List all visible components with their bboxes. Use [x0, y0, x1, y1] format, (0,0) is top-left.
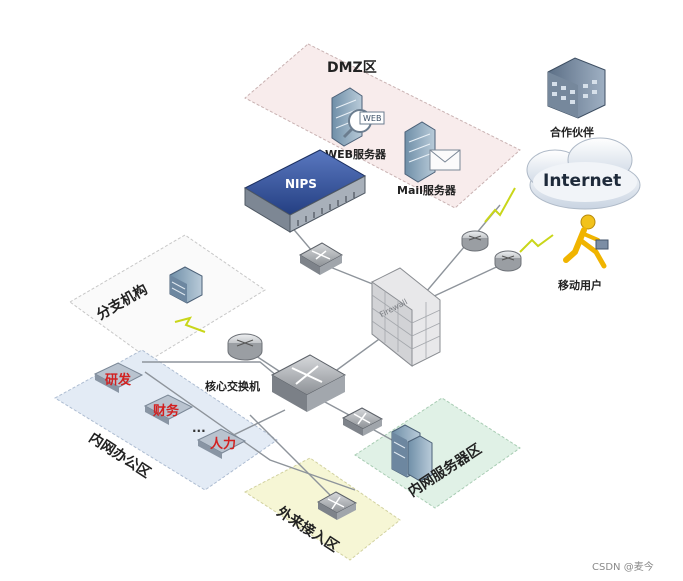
- nips-label: NIPS: [285, 177, 317, 191]
- department-rd: 研发: [105, 372, 132, 388]
- guest-switch-icon: [316, 491, 358, 520]
- core-switch-icon: [270, 354, 347, 412]
- intranet-server-icon: [391, 424, 433, 482]
- department-hr: 人力: [210, 436, 236, 452]
- branch-server-icon: [169, 266, 203, 304]
- link-lightning: [174, 187, 554, 333]
- watermark: CSDN @麦今: [592, 560, 654, 573]
- dmz-zone-title: DMZ区: [327, 60, 377, 76]
- firewall-icon: [371, 267, 441, 368]
- core-switch-label: 核心交换机: [205, 379, 260, 393]
- partner-building-icon: [547, 57, 606, 119]
- web-server-label: WEB服务器: [325, 147, 387, 161]
- mobile-user-label: 移动用户: [558, 278, 602, 292]
- department-badge-hr: [196, 428, 247, 459]
- department-ellipsis: ...: [192, 421, 206, 435]
- mobile-user-icon: [563, 214, 609, 269]
- router-upper-icon: [461, 230, 489, 252]
- router-lower-icon: [494, 250, 522, 272]
- mail-server-label: Mail服务器: [397, 183, 457, 197]
- internet-label: Internet: [543, 171, 621, 191]
- internet-cloud-icon: [526, 137, 641, 210]
- nips-switch-icon: [298, 242, 344, 275]
- mail-server-icon: [404, 121, 461, 183]
- server-zone: [354, 397, 521, 509]
- nips-appliance-icon: [243, 149, 367, 233]
- department-finance: 财务: [153, 403, 180, 419]
- server-switch-icon: [341, 407, 384, 436]
- branch-zone: [69, 234, 266, 361]
- web-badge: WEB: [363, 114, 381, 123]
- web-server-icon: WEB: [331, 87, 385, 147]
- partner-label: 合作伙伴: [550, 125, 594, 139]
- department-badge-rd: [93, 362, 144, 393]
- department-badge-finance: [143, 394, 194, 425]
- core-router-icon: [227, 333, 263, 361]
